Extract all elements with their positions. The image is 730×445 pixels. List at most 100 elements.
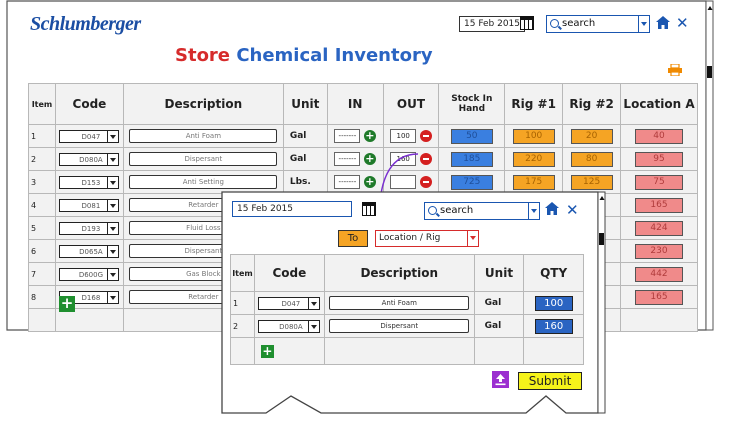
stock-cell: 50 xyxy=(438,124,506,148)
location-a-cell: 75 xyxy=(620,170,698,194)
in-cell: ------- + xyxy=(326,124,384,148)
transfer-code-select[interactable]: D047 xyxy=(258,296,321,310)
stock-cell: 185 xyxy=(438,147,506,171)
popup-home-icon[interactable] xyxy=(545,202,559,215)
to-button[interactable]: To xyxy=(338,230,368,247)
search-placeholder: search xyxy=(562,18,596,29)
description-field[interactable]: Dispersant xyxy=(129,152,278,166)
calendar-icon[interactable] xyxy=(520,16,534,30)
item-number: 2 xyxy=(28,147,56,171)
popup-calendar-icon[interactable] xyxy=(362,202,376,216)
col-stock: Stock In Hand xyxy=(438,83,506,125)
description-field[interactable]: Anti Foam xyxy=(129,129,278,143)
stock-badge: 50 xyxy=(450,128,493,144)
in-input[interactable]: ------- xyxy=(334,175,361,189)
qty-input[interactable]: 100 xyxy=(534,295,573,311)
transfer-col-unit: Unit xyxy=(473,254,525,292)
minus-icon[interactable] xyxy=(419,130,432,142)
col-description: Description xyxy=(122,83,284,125)
rig1-badge: 100 xyxy=(512,128,555,144)
item-number-text: 3 xyxy=(31,177,37,187)
transfer-item-number: 1 xyxy=(230,291,255,315)
plus-icon[interactable]: + xyxy=(363,152,376,165)
upload-icon[interactable] xyxy=(492,371,509,388)
submit-button[interactable]: Submit xyxy=(518,372,582,390)
qty-input[interactable]: 160 xyxy=(534,318,573,334)
schlumberger-logo: Schlumberger xyxy=(30,13,141,35)
item-number: 4 xyxy=(28,193,56,217)
rig2-badge: 125 xyxy=(570,174,613,190)
search-input[interactable]: search xyxy=(546,15,650,33)
description-cell: Anti Foam xyxy=(122,124,284,148)
code-select[interactable]: D081 xyxy=(59,198,120,212)
popup-search-input[interactable]: search xyxy=(424,202,540,220)
col-code: Code xyxy=(54,83,124,125)
code-value: D065A xyxy=(79,247,103,256)
transfer-code-value: D080A xyxy=(279,322,303,331)
transfer-description-cell: Dispersant xyxy=(323,314,475,338)
transfer-add-row-button[interactable]: + xyxy=(260,343,274,358)
code-select[interactable]: D600G xyxy=(59,267,120,281)
location-a-badge: 75 xyxy=(635,174,684,190)
in-input[interactable]: ------- xyxy=(334,129,361,143)
transfer-code-select[interactable]: D080A xyxy=(258,319,321,333)
date-field[interactable]: 15 Feb 2015 xyxy=(459,16,526,32)
popup-close-icon[interactable]: ✕ xyxy=(566,201,579,219)
item-number: 7 xyxy=(28,262,56,286)
code-value: D081 xyxy=(81,201,101,210)
col-item: Item xyxy=(28,83,56,125)
printer-icon[interactable] xyxy=(668,64,682,76)
col-in: IN xyxy=(326,83,384,125)
plus-icon[interactable]: + xyxy=(363,129,376,142)
rig2-cell: 20 xyxy=(562,124,622,148)
transfer-description-cell: Anti Foam xyxy=(323,291,475,315)
transfer-unit-cell: Gal xyxy=(473,314,525,338)
rig1-badge: 175 xyxy=(512,174,555,190)
code-cell: D065A xyxy=(54,239,124,263)
popup-date-field[interactable]: 15 Feb 2015 xyxy=(232,201,352,217)
transfer-description-field[interactable]: Anti Foam xyxy=(329,296,470,310)
home-icon[interactable] xyxy=(656,16,670,29)
location-a-cell: 95 xyxy=(620,147,698,171)
transfer-code-cell: D047 xyxy=(253,291,325,315)
description-field[interactable]: Anti Setting xyxy=(129,175,278,189)
stock-cell: 725 xyxy=(438,170,506,194)
popup-chevron-down-icon[interactable] xyxy=(528,203,539,219)
code-select[interactable]: D065A xyxy=(59,244,120,258)
plus-icon[interactable]: + xyxy=(363,175,376,188)
add-row-button[interactable]: + xyxy=(59,294,75,312)
rig1-badge: 220 xyxy=(512,151,555,167)
transfer-col-code: Code xyxy=(253,254,325,292)
chevron-down-icon[interactable] xyxy=(638,16,649,32)
code-select[interactable]: D080A xyxy=(59,152,120,166)
transfer-add-row: + xyxy=(230,337,584,365)
code-select[interactable]: D153 xyxy=(59,175,120,189)
destination-chevron-icon[interactable] xyxy=(467,231,478,246)
item-number: 6 xyxy=(28,239,56,263)
code-cell: D080A xyxy=(54,147,124,171)
unit-cell: Lbs. xyxy=(282,170,328,194)
out-value: 100 xyxy=(396,132,410,140)
transfer-col-item: Item xyxy=(230,254,255,292)
transfer-unit-text: Gal xyxy=(484,298,502,308)
item-number: 3 xyxy=(28,170,56,194)
minus-icon[interactable] xyxy=(419,153,432,165)
table-header-row: Item Code Description Unit IN OUT Stock … xyxy=(28,83,698,125)
out-input[interactable] xyxy=(390,175,417,189)
item-number-text: 7 xyxy=(31,269,37,279)
code-select[interactable]: D193 xyxy=(59,221,120,235)
code-select[interactable]: D047 xyxy=(59,129,120,143)
transfer-code-value: D047 xyxy=(281,299,301,308)
minus-icon[interactable] xyxy=(419,176,432,188)
destination-select[interactable]: Location / Rig xyxy=(375,230,479,247)
out-value: 160 xyxy=(396,155,410,163)
close-icon[interactable]: ✕ xyxy=(676,14,689,32)
in-input[interactable]: ------- xyxy=(334,152,361,166)
col-unit: Unit xyxy=(282,83,328,125)
unit-cell: Gal xyxy=(282,124,328,148)
location-a-cell: 230 xyxy=(620,239,698,263)
transfer-col-description: Description xyxy=(323,254,475,292)
transfer-description-field[interactable]: Dispersant xyxy=(329,319,470,333)
